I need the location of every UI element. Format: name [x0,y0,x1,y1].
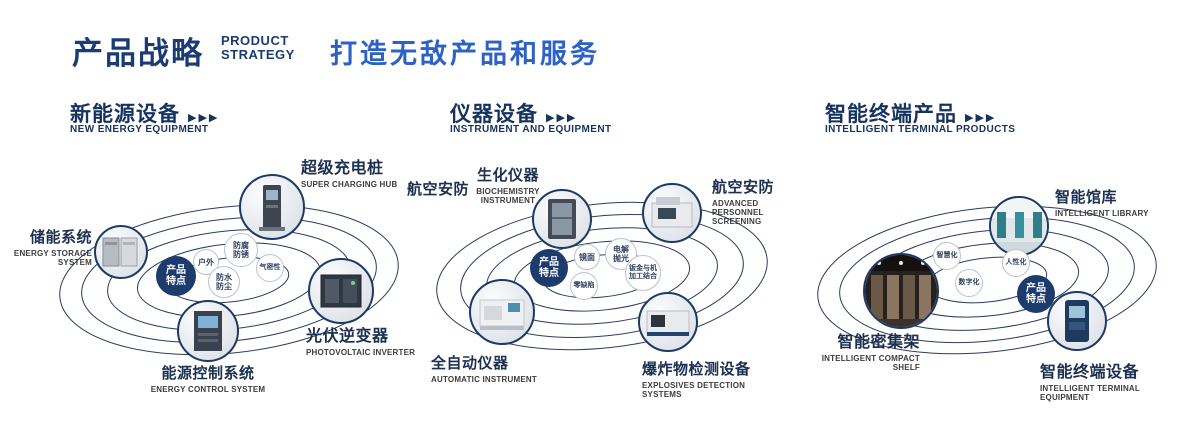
feature-bubble-sheetmetal: 钣金与机加工结合 [625,255,661,291]
feature-bubble-anticorrosion: 防腐防锈 [224,233,258,267]
feature-bubble-airtight: 气密性 [256,254,284,282]
screening-machine-icon [651,197,693,228]
badge-product-features: 产品特点 [1017,275,1055,313]
product-photo-personnel-screening [642,183,702,243]
biochemistry-rack-icon [548,199,576,239]
section-title-zh: 智能终端产品 [825,103,957,126]
section-subtitle-new-energy: NEW ENERGY EQUIPMENT [70,124,209,135]
product-photo-pv-inverter [308,258,374,324]
product-photo-compact-shelf [863,253,939,329]
page-slogan: 打造无敌产品和服务 [330,39,600,69]
feature-bubble-zero-defect: 零缺陷 [570,272,598,300]
feature-bubble-mirror: 镜面 [574,244,600,270]
label-energy-storage: 储能系统 ENERGY STORAGE SYSTEM [13,229,92,267]
product-photo-intelligent-library [989,196,1049,256]
page-title-en-line2: STRATEGY [221,47,295,62]
xray-scanner-icon [646,310,690,336]
label-aviation-security-left: 航空安防 [407,181,470,198]
product-photo-terminal-equipment [1047,291,1107,351]
label-biochemistry: 生化仪器 BIOCHEMISTRY INSTRUMENT [476,167,540,205]
label-charging-hub: 超级充电桩 SUPER CHARGING HUB [301,160,398,189]
section-title-intelligent-terminal: 智能终端产品 ▶▶▶ [825,98,996,128]
feature-bubble-digital: 数字化 [955,269,983,297]
section-title-new-energy: 新能源设备 ▶▶▶ [70,98,219,128]
compact-shelving-icon [865,255,937,327]
feature-bubble-smart: 智慧化 [933,242,961,270]
energy-storage-cabinet-icon [102,237,138,267]
label-intelligent-library: 智能馆库 INTELLIGENT LIBRARY [1055,189,1149,218]
charging-pile-icon [259,185,285,231]
label-terminal-equipment: 智能终端设备 INTELLIGENT TERMINAL EQUIPMENT [1040,364,1140,402]
product-photo-energy-storage [94,225,148,279]
label-compact-shelf: 智能密集架 INTELLIGENT COMPACT SHELF [821,334,920,372]
product-photo-explosives-detection [638,292,698,352]
automatic-analyzer-icon [479,299,525,330]
page-title: 产品战略 [72,36,204,71]
section-title-zh: 仪器设备 [450,103,538,126]
feature-bubble-waterproof: 防水防尘 [208,266,240,298]
product-photo-energy-control [177,300,239,362]
product-photo-automatic-instrument [469,279,535,345]
triple-arrow-icon: ▶▶▶ [546,112,578,124]
badge-product-features: 产品特点 [156,256,196,296]
product-photo-biochemistry [532,189,592,249]
inverter-cabinet-icon [320,274,362,308]
product-photo-charging-hub [239,174,305,240]
control-cabinet-icon [194,311,222,351]
label-pv-inverter: 光伏逆变器 PHOTOVOLTAIC INVERTER [306,328,416,357]
section-title-instrument: 仪器设备 ▶▶▶ [450,98,577,128]
triple-arrow-icon: ▶▶▶ [965,112,997,124]
page-title-en: PRODUCT STRATEGY [221,34,295,62]
label-explosives-detection: 爆炸物检测设备 EXPLOSIVES DETECTION SYSTEMS [642,361,751,399]
badge-product-features: 产品特点 [530,249,568,287]
section-title-zh: 新能源设备 [70,103,180,126]
terminal-kiosk-icon [1065,300,1089,342]
label-personnel-screening: 航空安防 ADVANCED PERSONNEL SCREENING [712,179,775,226]
feature-bubble-humanized: 人性化 [1002,249,1030,277]
label-automatic-instrument: 全自动仪器 AUTOMATIC INSTRUMENT [431,355,537,384]
triple-arrow-icon: ▶▶▶ [188,112,220,124]
section-subtitle-instrument: INSTRUMENT AND EQUIPMENT [450,124,612,135]
feature-bubble-electropolish: 电解抛光 [605,238,637,270]
section-subtitle-intelligent-terminal: INTELLIGENT TERMINAL PRODUCTS [825,124,1016,135]
library-room-icon [991,198,1047,254]
page-title-en-line1: PRODUCT [221,33,289,48]
label-energy-control: 能源控制系统 ENERGY CONTROL SYSTEM [150,365,266,394]
